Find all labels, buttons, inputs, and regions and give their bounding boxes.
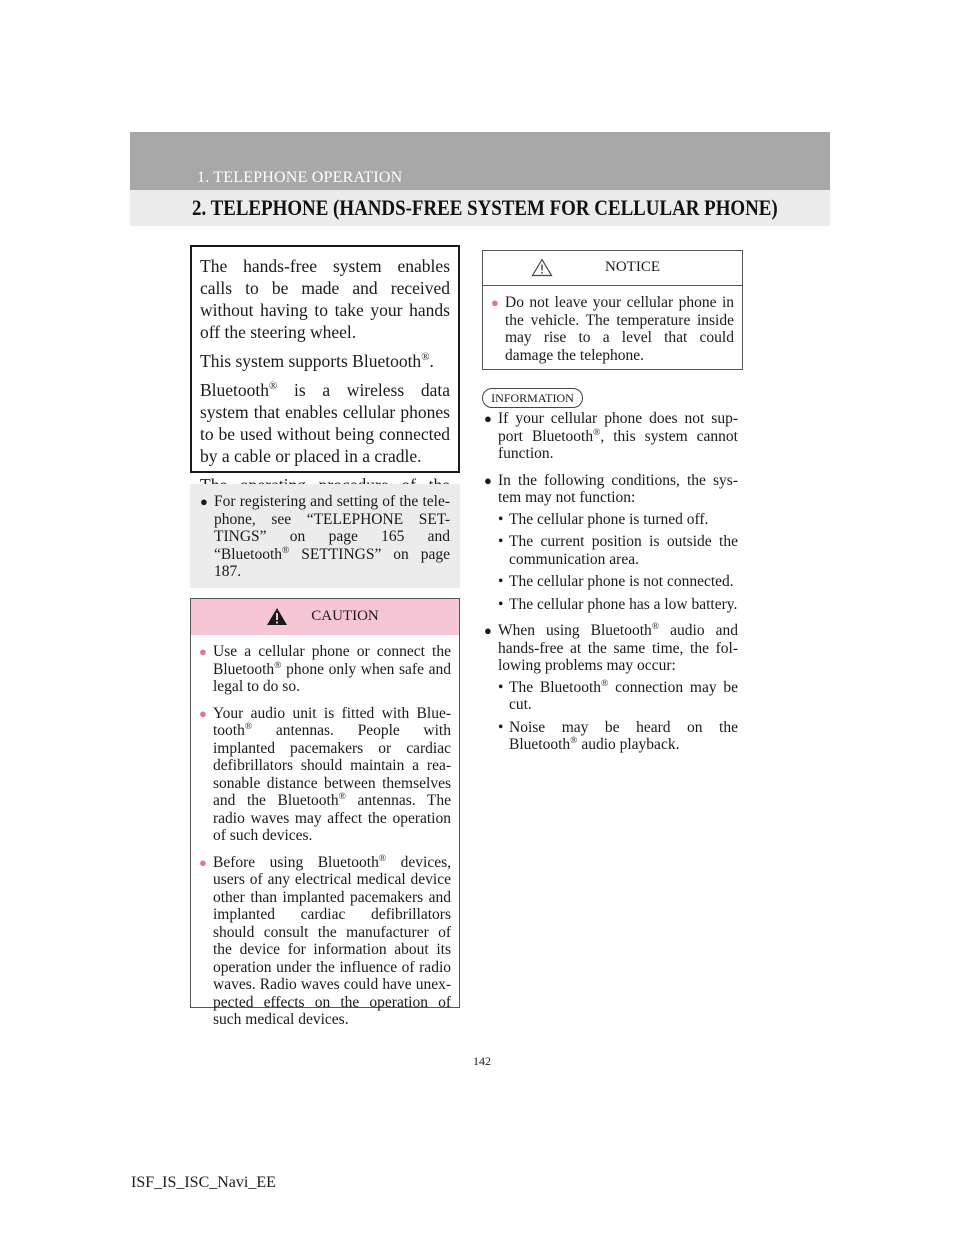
page-number: 142	[473, 1054, 491, 1068]
notice-label: NOTICE	[605, 259, 660, 275]
info-subitem: •The current position is outside the com…	[498, 533, 738, 568]
caution-label: CAUTION	[311, 608, 379, 624]
info-item-2: ●In the following conditions, the sys-te…	[484, 471, 738, 613]
footer-code: ISF_IS_ISC_Navi_EE	[131, 1174, 276, 1191]
info-subitem: •The cellular phone has a low battery.	[498, 595, 738, 613]
intro-paragraph-2: This system supports Bluetooth®.	[200, 351, 434, 371]
caution-box: CAUTION ●Use a cellular phone or connect…	[190, 598, 460, 1028]
information-badge: INFORMATION	[482, 388, 583, 408]
bullet-icon: ●	[484, 623, 492, 638]
intro-paragraph-1: The hands-free system enables calls to b…	[200, 256, 450, 342]
info-subitem: •The cellular phone is turned off.	[498, 510, 709, 528]
see-also-box: ●For registering and setting of the tele…	[190, 484, 460, 588]
info-item-1: ●If your cellular phone does not sup-por…	[484, 410, 738, 462]
intro-paragraph-3: Bluetooth® is a wireless data system tha…	[200, 380, 450, 466]
information-list: ●If your cellular phone does not sup-por…	[484, 410, 738, 763]
bullet-icon: ●	[199, 705, 207, 721]
notice-header: NOTICE	[483, 251, 742, 286]
info-subitem: •The cellular phone is not connected.	[498, 573, 734, 590]
info-subitem: •The Bluetooth® connection may be cut.	[498, 677, 738, 713]
caution-item-1: ●Use a cellular phone or connect the Blu…	[199, 643, 451, 695]
info-item-3: ●When using Bluetooth® audio and hands-f…	[484, 620, 738, 754]
see-also-item: ●For registering and setting of the tele…	[200, 493, 450, 580]
intro-box: The hands-free system enables calls to b…	[190, 245, 460, 517]
bullet-icon: ●	[199, 854, 207, 870]
bullet-icon: ●	[199, 644, 207, 659]
warning-triangle-icon	[531, 258, 553, 277]
bullet-icon: ●	[200, 494, 208, 509]
title-band	[130, 190, 830, 226]
page-title: 2. TELEPHONE (HANDS-FREE SYSTEM FOR CELL…	[192, 195, 778, 220]
bullet-icon: ●	[491, 295, 499, 310]
caution-item-2: ●Your audio unit is fitted with Blue-too…	[199, 704, 452, 845]
header-band	[130, 132, 830, 190]
info-subitem: •Noise may be heard on the Bluetooth® au…	[498, 718, 738, 754]
section-label: 1. TELEPHONE OPERATION	[197, 169, 403, 186]
bullet-icon: ●	[484, 411, 492, 426]
caution-item-3: ●Before using Bluetooth® devices, users …	[199, 852, 451, 1028]
notice-box: NOTICE ●Do not leave your cellular phone…	[482, 250, 743, 370]
notice-item-1: ●Do not leave your cellular phone in the…	[491, 294, 734, 364]
caution-header: CAUTION	[191, 599, 459, 635]
bullet-icon: ●	[484, 472, 492, 488]
warning-triangle-icon	[267, 608, 287, 625]
